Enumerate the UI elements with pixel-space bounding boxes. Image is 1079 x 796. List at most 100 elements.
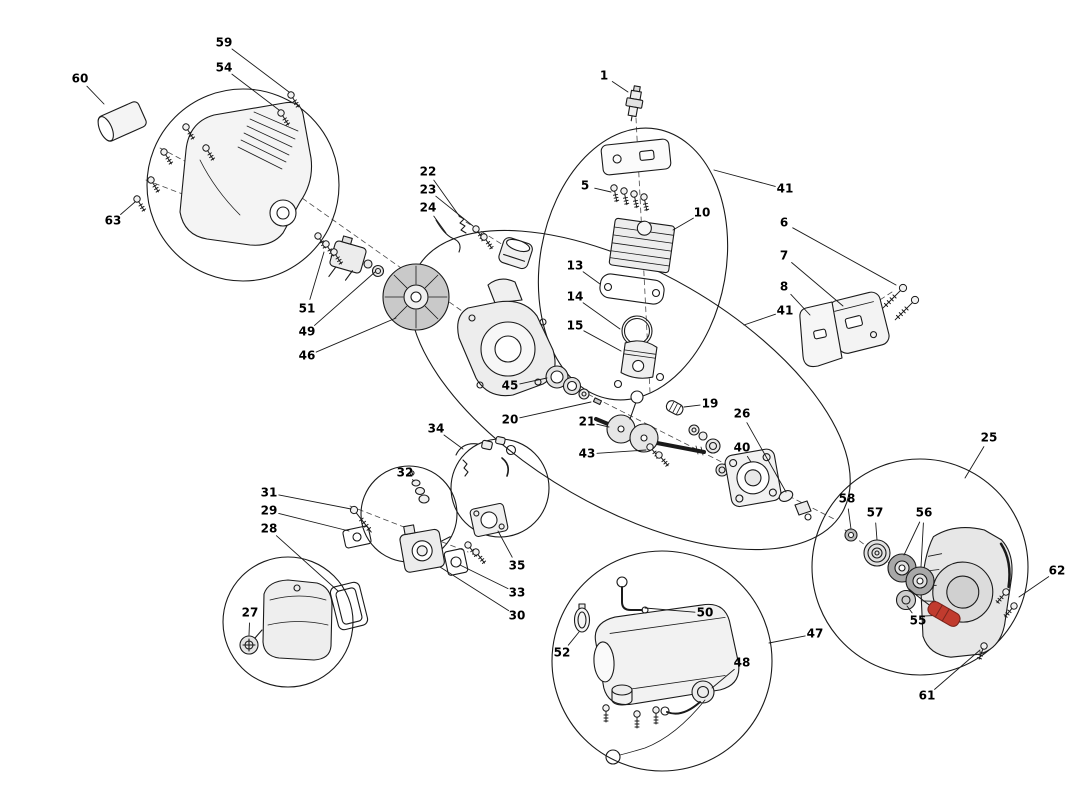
svg-text:27: 27 — [242, 606, 259, 620]
svg-text:46: 46 — [299, 349, 316, 363]
svg-text:62: 62 — [1049, 564, 1066, 578]
svg-text:26: 26 — [734, 407, 751, 421]
part-label-41: 41 — [743, 304, 793, 326]
part-label-32: 32 — [397, 466, 415, 482]
part-label-14: 14 — [567, 290, 621, 330]
part-label-56: 56 — [903, 506, 933, 568]
filter-knob-drawing — [239, 629, 263, 655]
part-label-6: 6 — [780, 216, 897, 286]
part-label-13: 13 — [567, 259, 601, 285]
fuel-cap-drawing — [605, 680, 715, 765]
svg-text:29: 29 — [261, 504, 278, 518]
svg-text:49: 49 — [299, 325, 316, 339]
starter-pulley-parts — [844, 528, 935, 611]
svg-text:56: 56 — [916, 506, 933, 520]
part-number-labels: 5954606351494622232415101314154167841452… — [72, 36, 1066, 703]
part-label-26: 26 — [734, 407, 787, 493]
svg-text:7: 7 — [780, 249, 788, 263]
screw-icon — [619, 186, 631, 206]
svg-text:59: 59 — [216, 36, 233, 50]
assembly-group-rings — [146, 88, 1029, 772]
part-label-7: 7 — [780, 249, 844, 307]
screw-icon — [652, 706, 660, 725]
part-label-47: 47 — [768, 627, 824, 644]
needle-bearing-drawing — [665, 400, 684, 416]
svg-text:13: 13 — [567, 259, 584, 273]
screw-icon — [479, 232, 496, 251]
part-label-55: 55 — [906, 605, 926, 628]
part-label-28: 28 — [261, 522, 339, 592]
part-label-62: 62 — [1018, 564, 1066, 598]
svg-text:14: 14 — [567, 290, 584, 304]
part-label-52: 52 — [554, 631, 580, 660]
roller-drawing — [97, 101, 147, 142]
tank-screws — [602, 704, 660, 729]
svg-text:61: 61 — [919, 689, 936, 703]
part-label-63: 63 — [105, 201, 136, 228]
svg-text:57: 57 — [867, 506, 884, 520]
fuel-tank-drawing — [593, 603, 740, 706]
part-label-22: 22 — [420, 165, 461, 218]
svg-text:24: 24 — [420, 201, 437, 215]
grommet-drawing — [573, 603, 591, 633]
primer-parts-drawing — [409, 467, 430, 504]
part-label-45: 45 — [502, 377, 548, 393]
part-label-30: 30 — [439, 566, 525, 623]
svg-text:47: 47 — [807, 627, 824, 641]
cylinder-drawing — [608, 217, 676, 274]
fan-housing-group-ring — [146, 88, 340, 282]
svg-text:25: 25 — [981, 431, 998, 445]
part-label-5: 5 — [581, 179, 612, 193]
part-label-10: 10 — [672, 206, 711, 231]
svg-text:41: 41 — [777, 182, 794, 196]
part-label-34: 34 — [428, 422, 464, 450]
svg-text:10: 10 — [694, 206, 711, 220]
carb-gasket-drawing — [342, 525, 372, 549]
main-bearings-drawing — [545, 365, 590, 400]
svg-text:54: 54 — [216, 61, 233, 75]
part-label-24: 24 — [420, 201, 447, 234]
part-label-21: 21 — [579, 415, 610, 429]
svg-text:35: 35 — [509, 559, 526, 573]
svg-text:33: 33 — [509, 586, 526, 600]
svg-text:45: 45 — [502, 379, 519, 393]
carb-spacer-gasket-drawing — [443, 548, 469, 576]
part-label-33: 33 — [459, 564, 526, 600]
part-label-51: 51 — [299, 251, 325, 316]
part-label-15: 15 — [567, 319, 622, 352]
ignition-lead-parts — [435, 215, 533, 270]
circlip-drawing — [655, 372, 665, 382]
insulator-block-drawing — [469, 502, 509, 538]
svg-text:34: 34 — [428, 422, 445, 436]
part-label-46: 46 — [299, 317, 397, 363]
svg-text:8: 8 — [780, 280, 788, 294]
part-label-61: 61 — [919, 649, 981, 703]
part-label-49: 49 — [299, 271, 376, 339]
part-label-54: 54 — [216, 61, 280, 111]
screw-icon — [471, 547, 488, 566]
crankcase-drawing — [457, 278, 556, 397]
svg-text:19: 19 — [702, 397, 719, 411]
insulator-screws — [463, 540, 488, 566]
svg-text:1: 1 — [600, 69, 608, 83]
starter-group-ring — [811, 458, 1029, 676]
part-label-23: 23 — [420, 183, 474, 227]
circlip-drawing — [613, 379, 623, 389]
spark-plug-drawing — [625, 85, 644, 122]
screw-icon — [892, 294, 921, 323]
flywheel-drawing — [382, 263, 450, 331]
part-label-60: 60 — [72, 72, 105, 105]
screw-icon — [609, 183, 621, 203]
crankshaft-drawing — [594, 390, 706, 456]
svg-text:23: 23 — [420, 183, 437, 197]
part-label-27: 27 — [242, 606, 259, 636]
ignition-coil-drawing — [328, 235, 367, 281]
screw-icon — [639, 192, 651, 212]
tank-neck-drawing — [611, 684, 633, 706]
screw-icon — [132, 194, 148, 214]
part-label-35: 35 — [497, 530, 526, 573]
part-label-20: 20 — [502, 401, 592, 427]
part-label-41: 41 — [713, 169, 794, 196]
